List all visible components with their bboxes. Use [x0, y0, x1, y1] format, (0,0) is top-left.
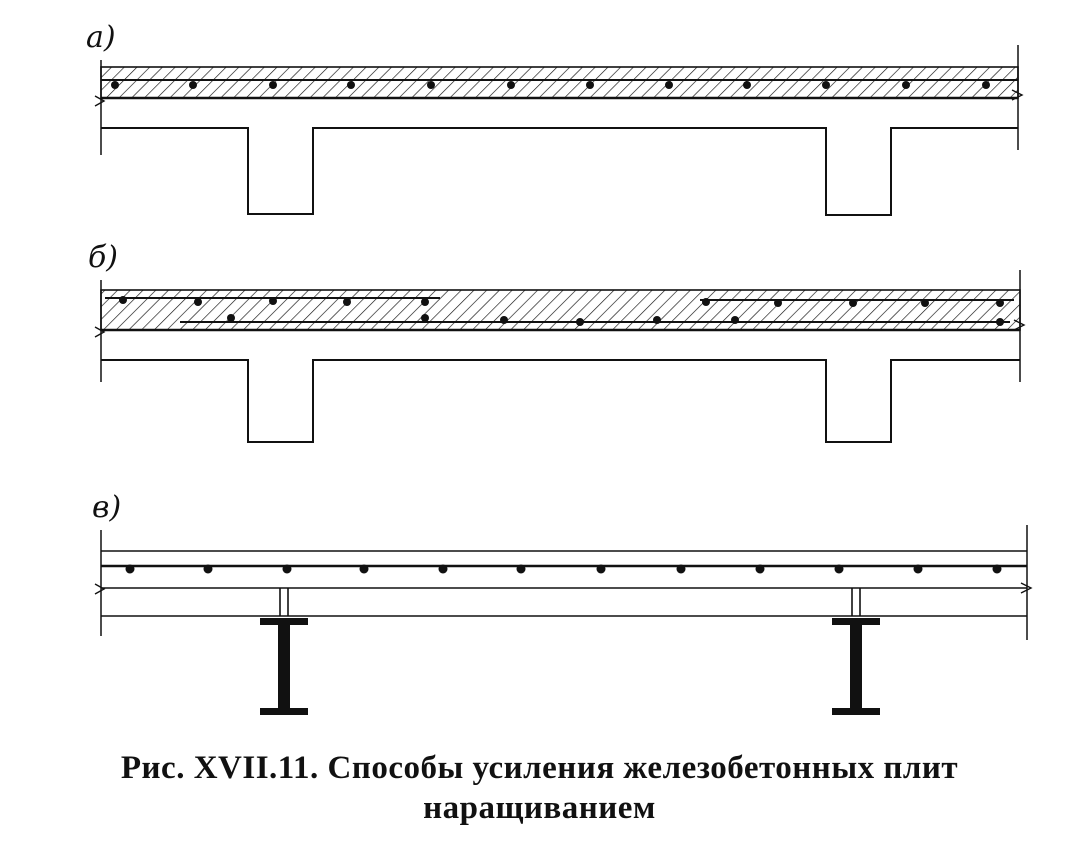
- panel-b-label: б): [88, 240, 119, 275]
- rebar-dot: [586, 81, 594, 89]
- rebar-dot: [111, 81, 119, 89]
- panel-a-label: а): [86, 20, 116, 55]
- rebar-dot: [743, 81, 751, 89]
- rebar-dot: [596, 564, 606, 574]
- panel-b: [94, 270, 1026, 443]
- rebar-dot: [227, 314, 235, 322]
- rebar-dot: [576, 318, 584, 326]
- break-mark-left-b: [94, 326, 106, 338]
- rebar-dot: [125, 564, 135, 574]
- rebar-dot: [755, 564, 765, 574]
- rebar-dot: [516, 564, 526, 574]
- rebar-dot: [982, 81, 990, 89]
- panel-c: [94, 525, 1033, 715]
- overlay-concrete-b: [100, 289, 1021, 331]
- caption-line-2: наращиванием: [423, 790, 656, 826]
- rebar-dots-b: [119, 296, 1004, 326]
- rebar-dot: [438, 564, 448, 574]
- slab-with-ribs-a: [101, 127, 1018, 216]
- panel-c-label: в): [92, 490, 122, 525]
- rebar-dot: [359, 564, 369, 574]
- rebar-dot: [507, 81, 515, 89]
- rebar-dot: [996, 318, 1004, 326]
- rebar-dot: [921, 299, 929, 307]
- rebar-dot: [421, 298, 429, 306]
- rebar-dot: [427, 81, 435, 89]
- break-mark-right-a: [1011, 89, 1024, 101]
- rebar-dot: [996, 299, 1004, 307]
- panel-a: [94, 45, 1024, 216]
- rebar-dot: [203, 564, 213, 574]
- rebar-dots-a: [111, 81, 990, 89]
- break-mark-right-b: [1013, 319, 1026, 331]
- rebar-dot: [282, 564, 292, 574]
- figure-caption: Рис. XVII.11. Способы усиления железобет…: [0, 748, 1079, 828]
- rebar-dot: [421, 314, 429, 322]
- rebar-dot: [347, 81, 355, 89]
- break-mark-left-a: [94, 95, 106, 107]
- break-mark-left-c: [94, 583, 106, 595]
- rebar-dot: [992, 564, 1002, 574]
- rebar-dot: [731, 316, 739, 324]
- reinforcement-diagram: [94, 45, 1033, 715]
- steel-i-beam-left: [260, 588, 308, 715]
- rebar-dot: [774, 299, 782, 307]
- caption-line-1: Рис. XVII.11. Способы усиления железобет…: [120, 750, 959, 786]
- rebar-dot: [913, 564, 923, 574]
- rebar-dot: [189, 81, 197, 89]
- rebar-dot: [269, 81, 277, 89]
- rebar-dot: [834, 564, 844, 574]
- rebar-dot: [702, 298, 710, 306]
- rebar-dot: [653, 316, 661, 324]
- rebar-dots-c: [125, 564, 1002, 574]
- break-mark-right-c: [1020, 582, 1033, 594]
- rebar-dot: [849, 299, 857, 307]
- rebar-dot: [194, 298, 202, 306]
- rebar-dot: [119, 296, 127, 304]
- overlay-concrete-a: [100, 66, 1019, 99]
- rebar-dot: [676, 564, 686, 574]
- rebar-dot: [665, 81, 673, 89]
- rebar-dot: [269, 297, 277, 305]
- slab-with-ribs-b: [101, 359, 1020, 443]
- rebar-dot: [343, 298, 351, 306]
- steel-i-beam-right: [832, 588, 880, 715]
- rebar-dot: [822, 81, 830, 89]
- rebar-dot: [902, 81, 910, 89]
- rebar-dot: [500, 316, 508, 324]
